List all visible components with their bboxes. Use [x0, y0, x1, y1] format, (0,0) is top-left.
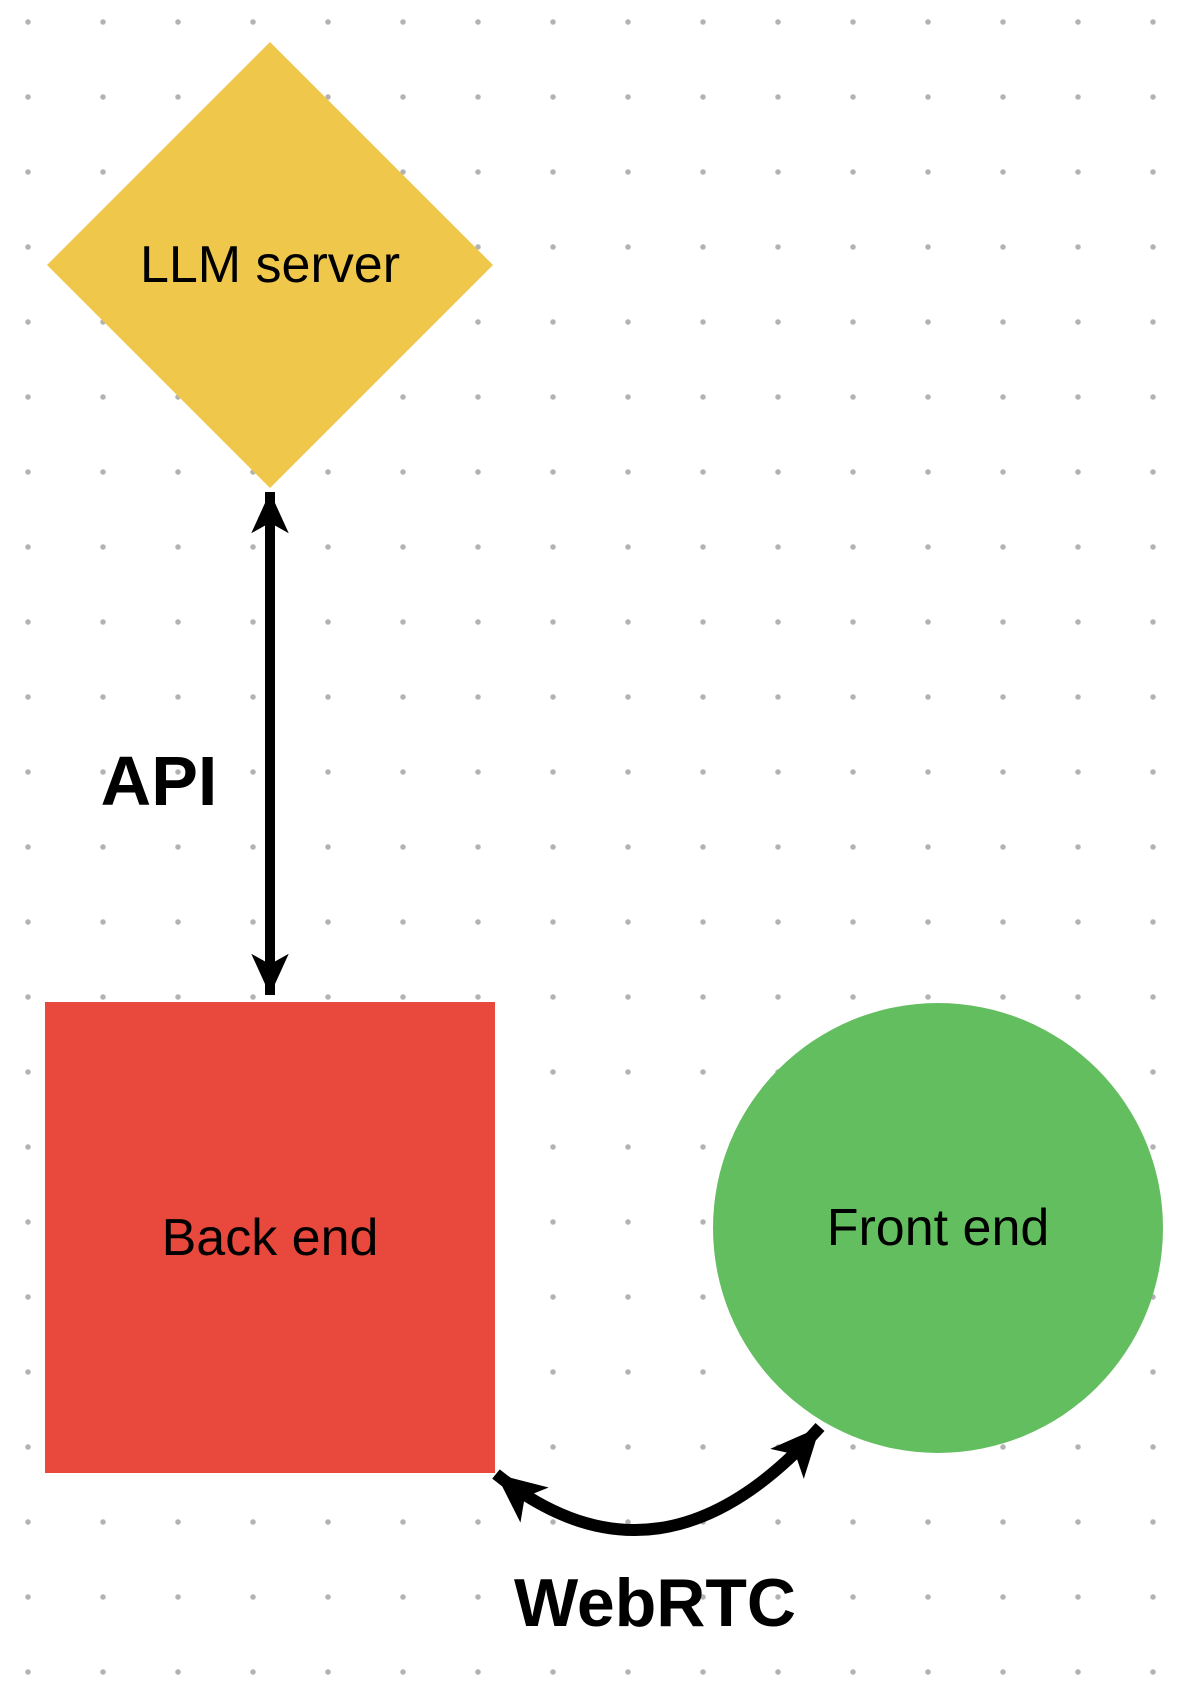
node-front-end[interactable]: Front end — [713, 1003, 1163, 1453]
node-label-llm-server: LLM server — [139, 236, 401, 294]
node-back-end[interactable]: Back end — [45, 1002, 495, 1473]
node-llm-server[interactable]: LLM server — [47, 42, 493, 488]
edge-label-webrtc[interactable]: WebRTC — [513, 1565, 797, 1641]
node-label-front-end: Front end — [826, 1199, 1050, 1257]
edge-label-api[interactable]: API — [100, 742, 218, 820]
node-label-back-end: Back end — [161, 1208, 379, 1267]
webrtc-arrow[interactable] — [492, 1422, 825, 1537]
